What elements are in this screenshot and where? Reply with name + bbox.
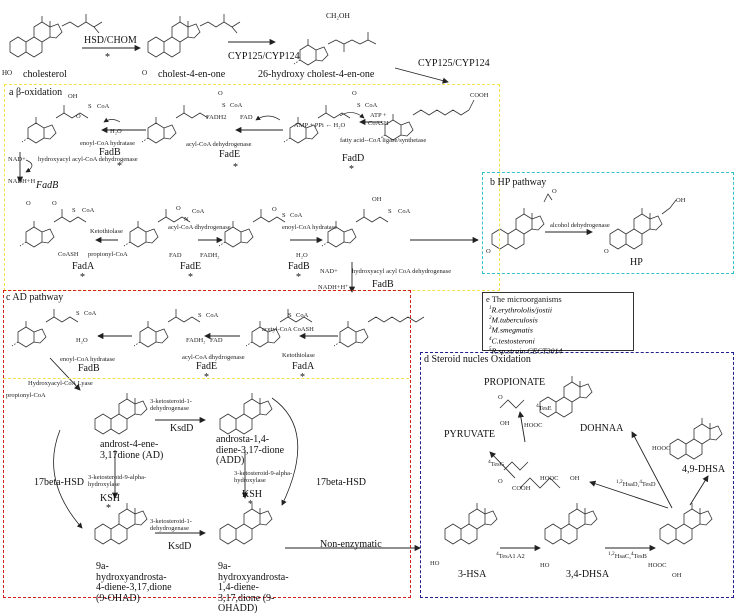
enz-ad-enoyl: enoyl-CoA hydratase	[60, 356, 116, 363]
fadB-italic: FadB	[36, 180, 59, 191]
microorganisms-legend: e The microorganisms 1R.erythrololis/jos…	[482, 292, 634, 355]
hp-name: HP	[630, 257, 643, 268]
propionate: PROPIONATE	[484, 377, 546, 388]
diagram-canvas	[9, 14, 723, 552]
label-ch2oh: CH₂OH	[326, 11, 350, 20]
enz-ad-keto: Ketothiolase	[282, 352, 315, 359]
label-cyp-1: CYP125/CYP124	[228, 51, 300, 62]
ksh-1: KSH	[100, 493, 121, 504]
hp-pathway-box	[482, 172, 734, 274]
label-o-1: O	[142, 69, 148, 77]
label-hydroxy: 26-hydroxy cholest-4-en-one	[258, 69, 375, 80]
microorganism-item: 5R.sp.strain CECT3014	[489, 346, 563, 356]
enz-enoyl2: enoyl-CoA hydratase	[282, 224, 338, 231]
hsd-1: 17beta-HSD	[34, 477, 84, 488]
ohadd-name: 9a-hydroxyandrosta-1,4-diene-3,17,dione …	[218, 561, 289, 614]
dhsa-49: 4,9-DHSA	[682, 464, 726, 475]
enz-alcohol: alcohol dehydrogenase	[550, 222, 610, 229]
enz-ksh-1: 3-ketosteroid-9-alpha-hydroxylase	[88, 474, 147, 489]
label-cholestenone: cholest-4-en-one	[158, 69, 226, 80]
fadB-2: FadB	[288, 261, 310, 272]
pyruvate: PYRUVATE	[444, 429, 495, 440]
enz-ksh-2: 3-ketosteroid-9-alpha-hydroxylase	[234, 470, 293, 485]
pathway-diagram: HO cholesterol HSD/CHOM * O cholest-4-en…	[2, 11, 734, 614]
enz-ketothiolase: Ketothiolase	[90, 228, 123, 235]
hydroxy-cholestenone-structure	[293, 32, 377, 66]
fadA: FadA	[72, 261, 95, 272]
nucleus-oxidation-box	[420, 352, 734, 598]
arrow-cyp2	[394, 67, 449, 84]
hsd-2: 17beta-HSD	[316, 477, 366, 488]
fadE-1: FadE	[219, 149, 241, 160]
enz-acd: acyl-CoA dehydrogenase	[186, 141, 252, 148]
microorganism-item: 2M.tuberculosis	[489, 315, 538, 325]
ad-fadB: FadB	[78, 363, 100, 374]
ad-title: c AD pathway	[6, 292, 64, 303]
label-cyp-2: CYP125/CYP124	[418, 58, 490, 69]
enz-lyase: Hydroxyacyl-CoA Lyase	[28, 380, 93, 387]
add-name: androsta-1,4-diene-3,17-dione (ADD)	[216, 434, 285, 466]
ad-fadE: FadE	[196, 361, 218, 372]
enz-enoyl: enoyl-CoA hydratase	[80, 140, 136, 147]
label-ho: HO	[2, 69, 13, 77]
fadE-2: FadE	[180, 261, 202, 272]
ohad-name: 9a-hydroxyandrosta-4-diene-3,17,dione (9…	[96, 561, 172, 604]
yellow-continuation	[3, 378, 409, 379]
label-cholesterol: cholesterol	[23, 69, 67, 80]
label-nonenzymatic: Non-enzymatic	[320, 539, 382, 550]
enz-ksdd-2: 3-ketosteroid-1-dehydrogenase	[150, 518, 192, 533]
hp-title: b HP pathway	[490, 177, 547, 188]
fadB-1: FadB	[99, 147, 121, 158]
microorganism-item: 3M.smegmatis	[489, 325, 533, 335]
fadD: FadD	[342, 153, 365, 164]
dhsa-34: 3,4-DHSA	[566, 569, 610, 580]
ksdd-2: KsdD	[168, 541, 192, 552]
ad-fadA: FadA	[292, 361, 315, 372]
star-hsd: *	[105, 52, 110, 63]
enz-fadD: fatty acid--CoA ligase/synthetase	[340, 137, 427, 144]
enz-ksdd: 3-ketosteroid-1-dehydrogenase	[150, 398, 192, 413]
ksh-2: KSH	[242, 489, 263, 500]
label-hsd-chom: HSD/CHOM	[84, 35, 137, 46]
microorganism-item: 4C.testosteroni	[489, 336, 535, 346]
cholest-4-en-one-structure	[147, 14, 241, 58]
microorganism-item: 1R.erythrololis/jostii	[489, 305, 553, 315]
cholesterol-structure	[9, 14, 103, 58]
beta-title: a β-oxidation	[9, 87, 63, 98]
enz-ad-acd: acyl-CoA dhydrogenase	[182, 354, 245, 361]
legend-title: e The microorganisms	[486, 294, 562, 304]
fadB-3: FadB	[372, 279, 394, 290]
ad-pathway-box	[3, 290, 411, 598]
enz-hacd2: hydroxyacyl acyl CoA dehydrogenase	[352, 268, 452, 275]
nucleus-title: d Steroid nucles Oxidation	[424, 354, 531, 365]
enz-hacd: hydroxyacyl acyl-CoA dehydrogenase	[38, 156, 138, 163]
enz-acd2: acyl-CoA dhydrogenase	[168, 224, 231, 231]
ad-name: androst-4-ene-3,17dione (AD)	[100, 439, 164, 461]
hsa-3: 3-HSA	[458, 569, 487, 580]
dohnaa: DOHNAA	[580, 423, 624, 434]
ksdd-1: KsdD	[170, 423, 194, 434]
